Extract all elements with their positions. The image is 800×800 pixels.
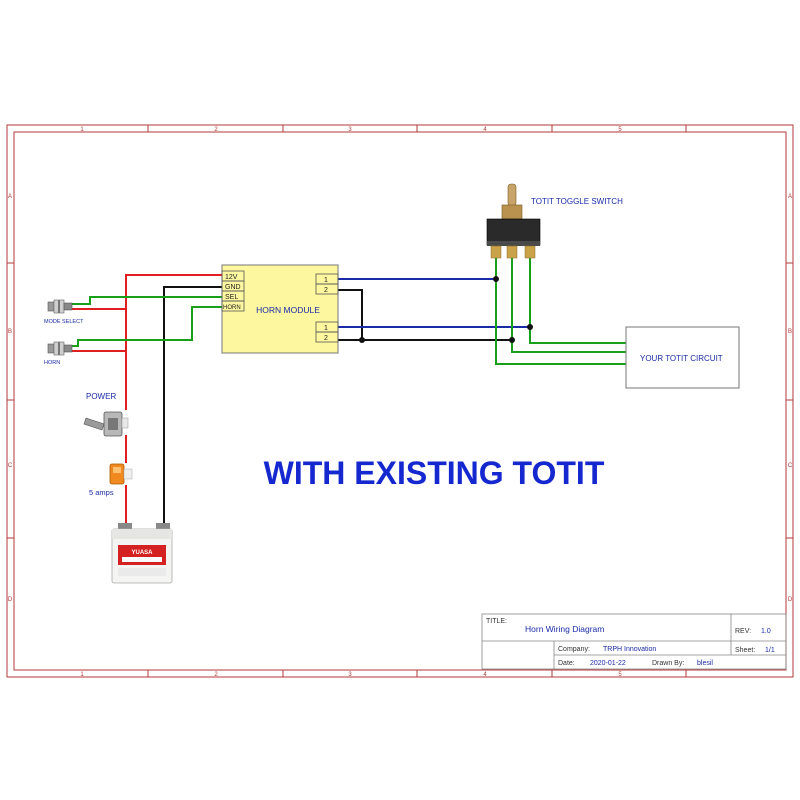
col-label-bottom: 4 bbox=[483, 672, 487, 678]
title-block-title-label: TITLE: bbox=[486, 618, 507, 625]
horn-module: 12V GND SEL HORN 1 2 1 2 HORN MODULE bbox=[221, 264, 339, 354]
module-pin-horn: HORN bbox=[223, 305, 241, 311]
col-label-top: 3 bbox=[348, 127, 352, 133]
title-block-drawn-label: Drawn By: bbox=[652, 660, 684, 667]
module-out-a-2: 2 bbox=[324, 287, 328, 294]
row-label-left: A bbox=[8, 194, 12, 200]
title-block-drawn: blesil bbox=[697, 660, 713, 667]
title-block-rev-label: REV: bbox=[735, 628, 751, 635]
title-block-company-label: Company: bbox=[558, 646, 590, 653]
sheet-grid-labels: 1 2 3 4 5 1 2 3 4 5 A B C D A B C D bbox=[8, 127, 793, 678]
green-wires bbox=[72, 256, 626, 365]
junction-dots bbox=[359, 276, 533, 343]
diagram-heading: WITH EXISTING TOTIT bbox=[264, 455, 605, 491]
module-pin-gnd: GND bbox=[225, 284, 241, 291]
module-out-b-2: 2 bbox=[324, 335, 328, 342]
module-out-a-1: 1 bbox=[324, 277, 328, 284]
horn-button-icon bbox=[47, 341, 73, 356]
col-label-bottom: 5 bbox=[618, 672, 622, 678]
title-block bbox=[481, 613, 787, 670]
col-label-bottom: 3 bbox=[348, 672, 352, 678]
row-label-left: C bbox=[8, 463, 13, 469]
title-block-title: Horn Wiring Diagram bbox=[525, 624, 604, 634]
toggle-switch-label: TOTIT TOGGLE SWITCH bbox=[531, 197, 623, 206]
totit-circuit-label: YOUR TOTIT CIRCUIT bbox=[640, 354, 723, 363]
col-label-top: 1 bbox=[80, 127, 84, 133]
battery-icon: YUASA bbox=[111, 523, 173, 584]
mode-select-label: MODE SELECT bbox=[44, 319, 84, 325]
mode-select-button-icon bbox=[47, 299, 73, 314]
red-wires bbox=[72, 274, 222, 528]
title-block-sheet-label: Sheet: bbox=[735, 647, 755, 654]
totit-circuit-box bbox=[625, 326, 740, 389]
col-label-bottom: 1 bbox=[80, 672, 84, 678]
row-label-right: A bbox=[788, 194, 792, 200]
title-block-rev: 1.0 bbox=[761, 628, 771, 635]
fuse-icon bbox=[109, 463, 133, 485]
title-block-date: 2020-01-22 bbox=[590, 660, 626, 667]
col-label-bottom: 2 bbox=[214, 672, 218, 678]
title-block-company: TRPH Innovation bbox=[603, 646, 656, 653]
horn-button-label: HORN bbox=[44, 360, 60, 366]
module-pin-sel: SEL bbox=[225, 294, 238, 301]
col-label-top: 4 bbox=[483, 127, 487, 133]
row-label-right: D bbox=[788, 597, 793, 603]
row-label-left: D bbox=[8, 597, 13, 603]
module-title: HORN MODULE bbox=[256, 305, 320, 315]
row-label-right: B bbox=[788, 329, 792, 335]
module-pin-12v: 12V bbox=[225, 274, 238, 281]
col-label-top: 5 bbox=[618, 127, 622, 133]
row-label-right: C bbox=[788, 463, 793, 469]
battery-brand-label: YUASA bbox=[131, 550, 153, 556]
toggle-switch-icon bbox=[486, 183, 541, 259]
power-label: POWER bbox=[86, 392, 116, 401]
sheet-frame bbox=[6, 124, 794, 678]
power-switch-icon bbox=[83, 411, 129, 437]
title-block-sheet: 1/1 bbox=[765, 647, 775, 654]
module-out-b-1: 1 bbox=[324, 325, 328, 332]
row-label-left: B bbox=[8, 329, 12, 335]
blue-wires bbox=[338, 256, 531, 328]
title-block-date-label: Date: bbox=[558, 660, 575, 667]
col-label-top: 2 bbox=[214, 127, 218, 133]
fuse-rating-label: 5 amps bbox=[89, 488, 114, 497]
